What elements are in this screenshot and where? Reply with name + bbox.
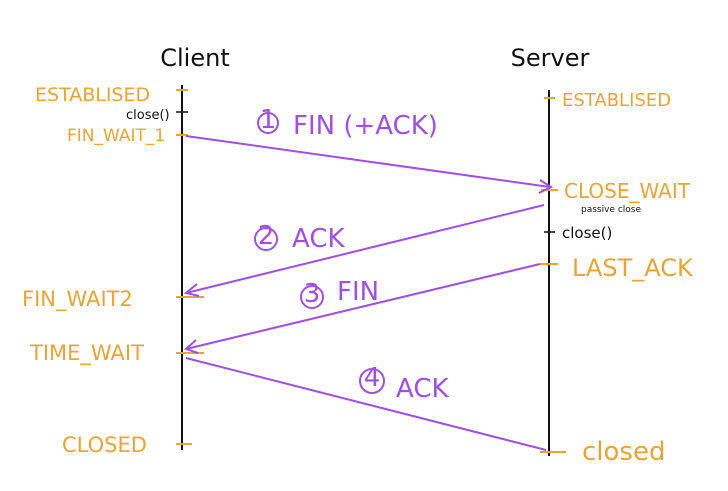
- message-1-arrowhead: [538, 179, 554, 194]
- client-state-fin-wait-1: FIN_WAIT_1: [67, 126, 165, 146]
- client-state-closed: CLOSED: [62, 433, 147, 457]
- client-state-time-wait: TIME_WAIT: [29, 341, 144, 366]
- message-3-label: FIN: [337, 277, 379, 307]
- message-1-number: 1: [260, 105, 277, 135]
- message-1-arrow: [185, 135, 551, 188]
- message-1-label: FIN (+ACK): [293, 111, 438, 141]
- message-2-number-circle: [254, 227, 278, 251]
- server-state-closed: closed: [582, 437, 665, 467]
- message-4-number-circle: [359, 368, 385, 394]
- message-3-number-circle: [300, 285, 324, 309]
- message-2-arrowhead: [183, 283, 200, 297]
- message-4-arrow: [185, 357, 547, 451]
- message-2-arrow: [185, 204, 545, 294]
- client-title: Client: [160, 44, 229, 72]
- server-note-close: close(): [562, 224, 612, 242]
- server-state-established: ESTABLISED: [562, 90, 671, 111]
- client-state-fin-wait-2: FIN_WAIT2: [22, 287, 133, 312]
- server-state-close-wait: CLOSE_WAIT: [564, 179, 691, 203]
- message-3-number: 3: [304, 279, 321, 309]
- message-4-label: ACK: [396, 374, 449, 404]
- message-2-label: ACK: [292, 224, 345, 254]
- message-2-number: 2: [258, 221, 275, 251]
- message-3-arrow: [185, 263, 541, 350]
- client-state-established: ESTABLISED: [35, 84, 150, 106]
- server-title: Server: [511, 44, 590, 72]
- message-3-arrowhead: [184, 339, 199, 354]
- server-note-passive-close: passive close: [581, 205, 641, 215]
- message-4-number: 4: [364, 363, 381, 393]
- server-state-last-ack: LAST_ACK: [572, 254, 694, 282]
- client-note-close: close(): [126, 108, 170, 123]
- message-1-number-circle: [257, 112, 279, 134]
